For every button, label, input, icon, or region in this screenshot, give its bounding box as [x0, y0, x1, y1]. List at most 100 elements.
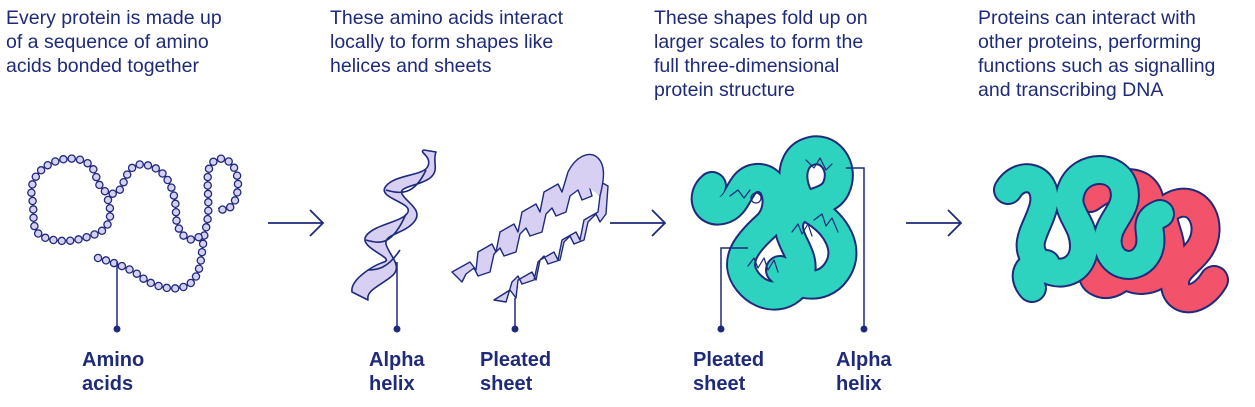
- amino-acid-bead: [65, 236, 75, 245]
- amino-acid-bead: [233, 179, 243, 189]
- amino-acid-bead: [204, 206, 213, 215]
- amino-acid-bead: [186, 278, 196, 288]
- label-line: sheet: [480, 373, 533, 395]
- caption-line: functions such as signalling: [978, 55, 1216, 77]
- amino-acid-bead: [41, 233, 50, 243]
- amino-acid-bead: [203, 181, 212, 190]
- amino-acid-chain-icon: [27, 154, 243, 293]
- amino-acid-bead: [108, 189, 117, 198]
- caption-line: other proteins, performing: [978, 31, 1202, 53]
- pleated-sheet-icon: [451, 153, 609, 303]
- amino-acids-pointer: [113, 262, 121, 333]
- amino-acid-bead: [75, 155, 85, 164]
- amino-acid-bead: [218, 205, 227, 214]
- folded-alpha-helix-pointer: [846, 167, 868, 333]
- pleated-sheet-pointer: [511, 298, 519, 333]
- amino-acid-bead: [158, 169, 167, 178]
- amino-acid-bead: [169, 191, 179, 200]
- caption-line: These shapes fold up on: [654, 7, 868, 29]
- amino-acid-bead: [29, 205, 38, 214]
- amino-acid-bead: [224, 157, 233, 166]
- caption-interaction: Proteins can interact with other protein…: [978, 6, 1215, 102]
- amino-acid-bead: [209, 157, 218, 167]
- amino-acid-bead: [171, 207, 181, 217]
- caption-line: helices and sheets: [330, 55, 492, 77]
- alpha-helix-icon: [351, 149, 437, 301]
- label-line: helix: [369, 373, 415, 395]
- label-line: Pleated: [480, 349, 552, 371]
- amino-acid-bead: [119, 177, 128, 187]
- amino-acid-bead: [203, 189, 213, 199]
- folded-protein-icon: [690, 135, 858, 311]
- amino-acid-bead: [216, 154, 226, 163]
- label-line: Pleated: [693, 349, 765, 371]
- amino-acid-bead: [167, 183, 176, 192]
- amino-acid-bead: [93, 253, 103, 263]
- amino-acid-bead: [179, 231, 188, 240]
- label-folded-alpha-helix: Alpha helix: [836, 348, 892, 396]
- folded-pleated-sheet-pointer: [717, 247, 748, 333]
- amino-acid-bead: [127, 163, 137, 173]
- amino-acid-bead: [154, 281, 163, 291]
- amino-acid-bead: [36, 166, 46, 175]
- amino-acid-bead: [225, 202, 235, 212]
- amino-acid-bead: [196, 256, 206, 265]
- amino-acid-bead: [139, 274, 148, 283]
- amino-acid-bead: [191, 272, 201, 281]
- caption-amino-acids: Every protein is made up of a sequence o…: [6, 6, 222, 78]
- amino-acid-bead: [100, 186, 110, 196]
- amino-acid-bead: [105, 203, 115, 213]
- amino-acid-bead: [82, 232, 91, 242]
- amino-acid-bead: [27, 188, 36, 197]
- amino-acid-bead: [174, 224, 184, 233]
- amino-acid-bead: [162, 283, 172, 293]
- amino-acid-bead: [97, 226, 107, 236]
- amino-acid-bead: [89, 165, 98, 174]
- caption-folding: These shapes fold up on larger scales to…: [654, 6, 868, 102]
- caption-line: Every protein is made up: [6, 7, 222, 29]
- amino-acid-bead: [203, 214, 212, 224]
- caption-line: Proteins can interact with: [978, 7, 1196, 29]
- amino-acid-bead: [83, 158, 92, 168]
- amino-acid-bead: [170, 284, 180, 293]
- amino-acid-bead: [43, 160, 52, 170]
- label-alpha-helix: Alpha helix: [369, 348, 425, 396]
- label-line: helix: [836, 373, 882, 395]
- amino-acid-bead: [151, 164, 161, 173]
- amino-acid-bead: [92, 172, 101, 182]
- amino-acid-bead: [51, 157, 60, 166]
- amino-acid-bead: [232, 171, 242, 180]
- amino-acid-bead: [33, 229, 43, 238]
- amino-acid-bead: [67, 154, 76, 163]
- amino-acid-bead: [125, 265, 134, 274]
- amino-acid-bead: [95, 180, 104, 190]
- label-line: Amino: [82, 349, 145, 371]
- amino-acid-bead: [197, 247, 207, 257]
- amino-acid-bead: [172, 216, 181, 225]
- label-amino-acids: Amino acids: [82, 348, 144, 396]
- caption-line: full three-dimensional: [654, 55, 840, 77]
- right-arrow-icon: [906, 209, 963, 237]
- amino-acid-bead: [31, 172, 41, 181]
- amino-acid-bead: [203, 172, 212, 182]
- amino-acid-bead: [132, 269, 142, 278]
- caption-line: locally to form shapes like: [330, 31, 554, 53]
- amino-acid-bead: [194, 232, 203, 242]
- amino-acid-bead: [28, 196, 37, 206]
- caption-local-shapes: These amino acids interact locally to fo…: [330, 6, 563, 78]
- caption-line: larger scales to form the: [654, 31, 864, 53]
- label-line: acids: [82, 373, 134, 395]
- right-arrow-icon: [610, 209, 667, 237]
- label-line: Alpha: [836, 349, 892, 371]
- amino-acid-bead: [135, 160, 144, 169]
- amino-acid-bead: [233, 188, 242, 197]
- amino-acid-bead: [186, 235, 196, 244]
- amino-acid-bead: [105, 212, 115, 221]
- amino-acid-bead: [59, 155, 68, 164]
- amino-acid-bead: [57, 236, 67, 246]
- amino-acid-bead: [198, 239, 208, 249]
- amino-acid-bead: [204, 164, 214, 174]
- amino-acid-bead: [230, 196, 240, 205]
- label-pleated-sheet: Pleated sheet: [480, 348, 551, 396]
